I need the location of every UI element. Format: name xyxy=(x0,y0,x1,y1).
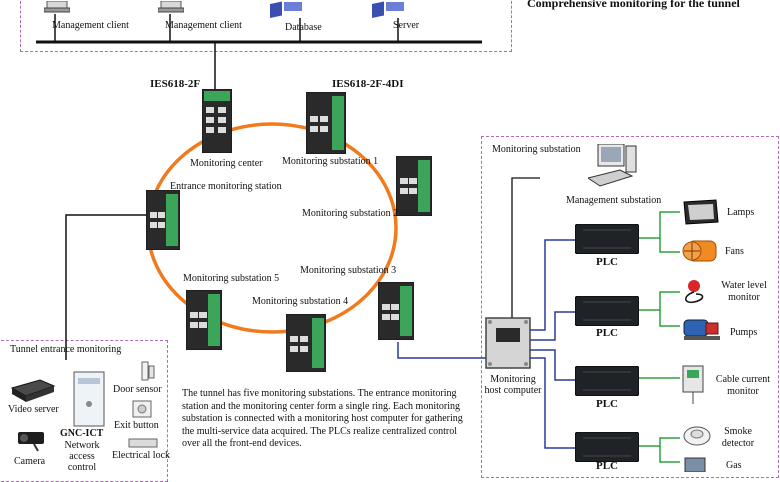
video-server-label: Video server xyxy=(8,404,59,415)
laptop-icon xyxy=(157,0,185,13)
lamp-icon xyxy=(682,198,720,231)
substation4-label: Monitoring substation 4 xyxy=(252,296,349,307)
switch-substation1 xyxy=(305,91,347,159)
switch-monitoring-center xyxy=(201,88,233,158)
gas-label: Gas xyxy=(726,460,742,471)
client1-label: Management client xyxy=(52,20,129,31)
gnc-device-icon xyxy=(72,370,108,435)
fans-label: Fans xyxy=(725,246,744,257)
pumps-label: Pumps xyxy=(730,327,758,338)
plc-unit xyxy=(574,295,640,331)
door-sensor-label: Door sensor xyxy=(113,384,162,395)
video-server-icon xyxy=(10,378,56,409)
network-diagram-lines xyxy=(36,14,680,463)
entrance-panel-title: Tunnel entrance monitoring xyxy=(10,344,122,355)
plc-unit xyxy=(574,223,640,259)
management-substation-label: Management substation xyxy=(566,195,662,206)
exit-button-icon xyxy=(132,400,152,423)
description-text: The tunnel has five monitoring substatio… xyxy=(182,388,463,449)
plc-label: PLC xyxy=(596,256,618,268)
host-computer-icon xyxy=(484,316,532,375)
switch-sub1-model: IES618-2F-4DI xyxy=(332,78,404,90)
switch-center-model: IES618-2F xyxy=(150,78,201,90)
plc-label: PLC xyxy=(596,460,618,472)
smoke-detector-label: Smoke detector xyxy=(721,426,755,449)
switch-substation5 xyxy=(185,289,223,355)
electrical-lock-icon xyxy=(128,436,158,454)
camera-label: Camera xyxy=(14,456,46,467)
database-label: Database xyxy=(285,22,322,33)
plc-unit xyxy=(574,365,640,401)
door-sensor-icon xyxy=(140,360,156,387)
pump-icon xyxy=(682,314,724,347)
switch-substation2 xyxy=(395,155,433,221)
electrical-lock-label: Electrical lock xyxy=(112,450,171,461)
substation-panel-title: Monitoring substation xyxy=(492,144,581,155)
exit-button-label: Exit button xyxy=(114,420,159,431)
camera-icon xyxy=(16,428,50,457)
monitoring-center-label: Monitoring center xyxy=(190,158,263,169)
cable-current-label: Cable current monitor xyxy=(715,374,771,397)
gnc-label: GNC-ICT xyxy=(60,428,104,439)
switch-entrance-station xyxy=(145,189,181,255)
gnc-desc-label: Network access control xyxy=(64,440,100,473)
server-icon xyxy=(372,0,406,20)
water-level-icon xyxy=(680,278,710,311)
gas-sensor-icon xyxy=(682,456,708,477)
switch-substation4 xyxy=(285,313,327,377)
host-computer-label: Monitoring host computer xyxy=(484,374,542,396)
fan-icon xyxy=(682,238,720,269)
plc-label: PLC xyxy=(596,398,618,410)
lamps-label: Lamps xyxy=(727,207,755,218)
switch-substation3 xyxy=(377,281,415,345)
water-level-label: Water level monitor xyxy=(721,280,767,303)
entrance-station-label: Entrance monitoring station xyxy=(170,181,282,192)
cable-current-icon xyxy=(680,364,706,411)
laptop-icon xyxy=(43,0,71,13)
smoke-detector-icon xyxy=(682,424,712,453)
top-network-box xyxy=(20,0,512,52)
database-icon xyxy=(270,0,304,20)
page-title: Comprehensive monitoring for the tunnel xyxy=(527,0,740,10)
plc-label: PLC xyxy=(596,327,618,339)
substation5-label: Monitoring substation 5 xyxy=(183,273,280,284)
server-label: Server xyxy=(393,20,420,31)
substation1-label: Monitoring substation 1 xyxy=(282,156,379,167)
substation3-label: Monitoring substation 3 xyxy=(300,265,397,276)
client2-label: Management client xyxy=(165,20,242,31)
computer-icon xyxy=(586,143,640,193)
substation2-label: Monitoring substation 2 xyxy=(302,208,399,219)
